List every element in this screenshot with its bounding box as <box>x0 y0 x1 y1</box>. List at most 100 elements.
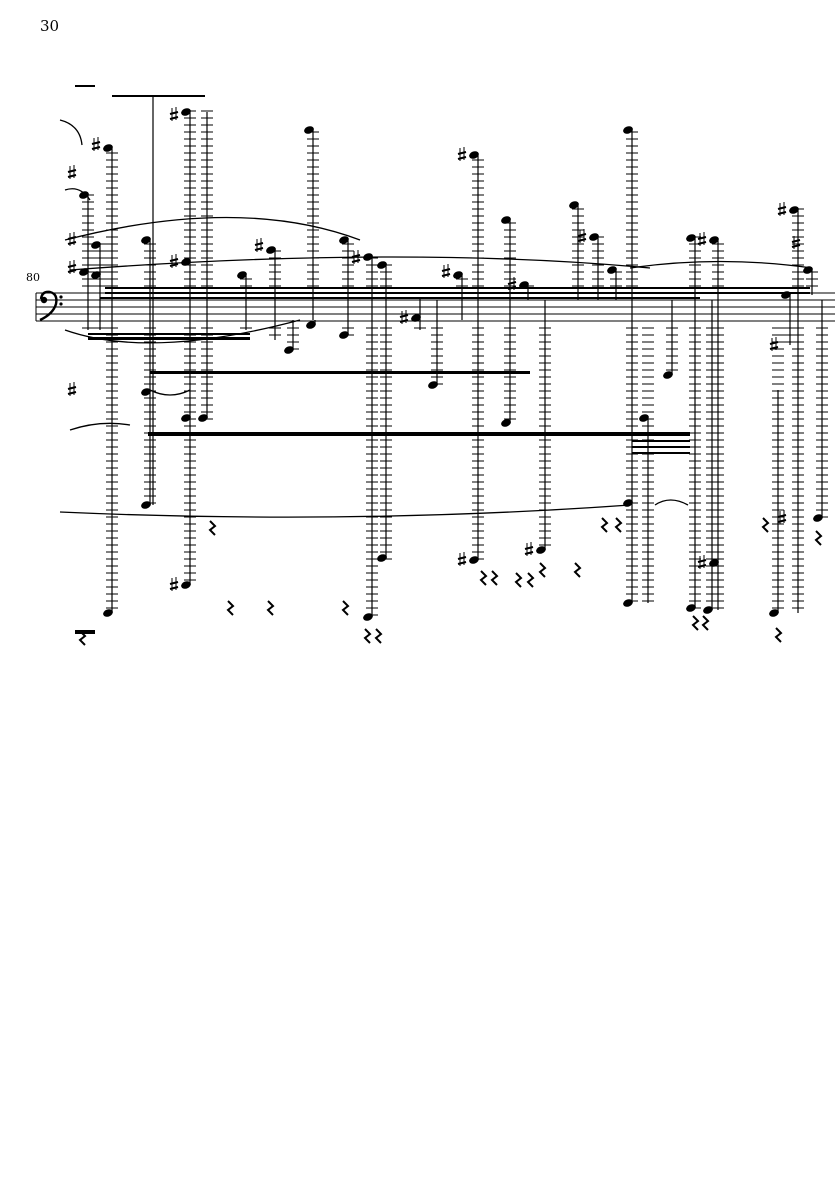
notehead <box>639 414 649 422</box>
sharp-icon <box>697 232 707 246</box>
sharp-icon <box>457 552 467 566</box>
sharp-stroke <box>67 391 77 395</box>
notehead <box>623 599 633 607</box>
notehead <box>363 613 373 621</box>
sharp-stroke <box>399 319 409 323</box>
rest-icon <box>363 628 372 644</box>
sharp-stroke <box>769 341 779 345</box>
notehead <box>141 236 151 244</box>
rest-icon <box>600 517 609 533</box>
rest-icon <box>374 628 383 644</box>
notehead <box>181 414 191 422</box>
sharp-stroke <box>441 268 451 272</box>
sharp-icon <box>169 577 179 591</box>
sharp-stroke <box>457 156 467 160</box>
sharp-stroke <box>254 242 264 246</box>
beam <box>105 292 810 294</box>
notehead <box>284 346 294 354</box>
sharp-stroke <box>169 116 179 120</box>
sharp-stroke <box>169 258 179 262</box>
sharp-icon <box>67 165 77 179</box>
sharp-icon <box>91 137 101 151</box>
notehead <box>304 126 314 134</box>
sharp-stroke <box>577 233 587 237</box>
notehead <box>181 581 191 589</box>
sharp-icon <box>777 202 787 216</box>
slurs <box>59 119 813 518</box>
slur <box>654 499 689 506</box>
sharp-stroke <box>777 514 787 518</box>
sharp-stroke <box>67 264 77 268</box>
sharp-stroke <box>777 206 787 210</box>
sharp-stroke <box>67 169 77 173</box>
notehead <box>339 236 349 244</box>
sharp-icon <box>399 310 409 324</box>
notehead <box>103 144 113 152</box>
rest-icon <box>691 615 700 631</box>
sharp-icon <box>67 260 77 274</box>
sharp-stroke <box>507 281 517 285</box>
sharp-stroke <box>91 146 101 150</box>
sharp-stroke <box>507 286 517 290</box>
notehead <box>709 236 719 244</box>
notehead <box>501 216 511 224</box>
beam <box>88 337 250 340</box>
sharp-stroke <box>91 141 101 145</box>
notehead <box>813 514 823 522</box>
sharp-icon <box>441 264 451 278</box>
notehead <box>91 271 101 279</box>
notehead <box>781 291 791 299</box>
rest-icon <box>614 517 623 533</box>
notehead <box>803 266 813 274</box>
sharp-stroke <box>67 236 77 240</box>
slur <box>629 260 813 269</box>
notehead <box>79 268 89 276</box>
notes <box>67 107 828 621</box>
sharp-icon <box>524 542 534 556</box>
rests <box>78 517 823 646</box>
rest-icon <box>341 600 350 616</box>
sharp-stroke <box>169 586 179 590</box>
rest-icon <box>490 570 499 586</box>
sharp-stroke <box>524 546 534 550</box>
notehead <box>266 246 276 254</box>
sharp-icon <box>169 254 179 268</box>
sharp-stroke <box>777 519 787 523</box>
notehead <box>428 381 438 389</box>
beam <box>632 440 690 442</box>
bass-clef-icon <box>39 290 63 322</box>
notehead <box>411 314 421 322</box>
sharp-icon <box>697 555 707 569</box>
beam <box>100 297 700 299</box>
notehead <box>339 331 349 339</box>
slur <box>69 422 131 431</box>
notehead <box>519 281 529 289</box>
notehead <box>363 253 373 261</box>
notehead <box>181 108 191 116</box>
notehead <box>589 233 599 241</box>
notehead <box>237 271 247 279</box>
sharp-stroke <box>399 314 409 318</box>
notehead <box>623 126 633 134</box>
slur <box>59 504 631 518</box>
notehead <box>377 554 387 562</box>
sharp-stroke <box>457 151 467 155</box>
sharp-stroke <box>169 263 179 267</box>
sharp-stroke <box>697 559 707 563</box>
sharp-icon <box>351 250 361 264</box>
notehead <box>607 266 617 274</box>
sharp-stroke <box>791 244 801 248</box>
sharp-stroke <box>67 269 77 273</box>
beam <box>75 85 95 87</box>
notehead <box>91 241 101 249</box>
notehead <box>198 414 208 422</box>
beam <box>148 432 690 436</box>
rest-icon <box>208 520 217 536</box>
beam <box>105 287 810 289</box>
sharp-stroke <box>524 551 534 555</box>
rest-icon <box>573 562 582 578</box>
sharp-stroke <box>791 239 801 243</box>
rest-icon <box>78 630 87 646</box>
sharp-icon <box>577 229 587 243</box>
